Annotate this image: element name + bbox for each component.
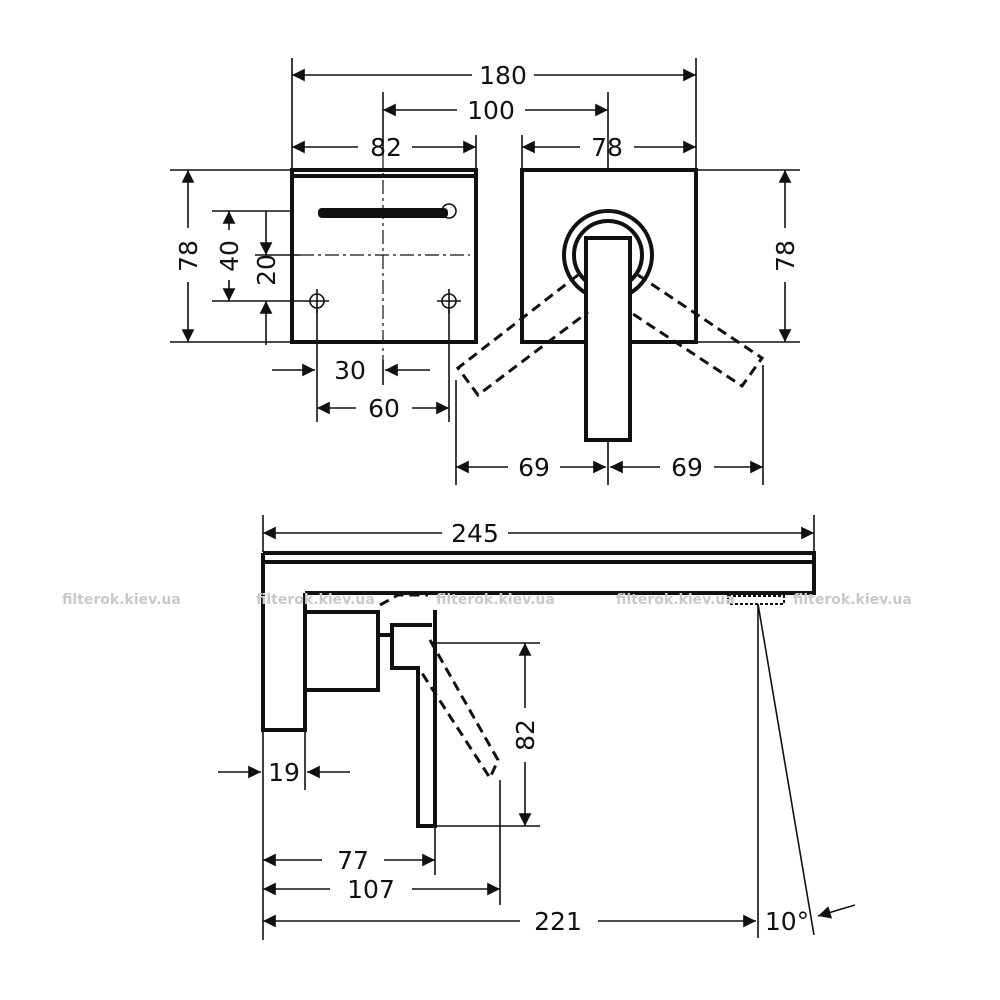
watermark-2: filterok.kiev.ua: [256, 592, 375, 608]
dim-78-right: 78: [771, 240, 800, 272]
dim-10-degree: 10°: [765, 907, 809, 936]
watermark-4: filterok.kiev.ua: [616, 592, 735, 608]
dim-20: 20: [252, 254, 281, 286]
dim-100: 100: [467, 96, 515, 125]
top-dimensions: 180 100 82 78 78 40 20 30: [170, 58, 800, 485]
dim-78-width: 78: [591, 133, 623, 162]
spout-plate-front-view: [290, 155, 478, 360]
dim-82-height: 82: [511, 719, 540, 751]
watermark-1: filterok.kiev.ua: [62, 592, 181, 608]
dim-19: 19: [268, 758, 300, 787]
dim-245: 245: [451, 519, 499, 548]
dim-78-left: 78: [174, 240, 203, 272]
dim-40: 40: [215, 240, 244, 272]
dim-69-left: 69: [518, 453, 550, 482]
watermark-3: filterok.kiev.ua: [436, 592, 555, 608]
mixer-plate-front-view: [455, 168, 765, 442]
dim-69-right: 69: [671, 453, 703, 482]
dim-30: 30: [334, 356, 366, 385]
side-view: [261, 551, 816, 938]
dim-82-width: 82: [370, 133, 402, 162]
dim-107: 107: [347, 875, 395, 904]
dim-221: 221: [534, 907, 582, 936]
watermark-5: filterok.kiev.ua: [793, 592, 912, 608]
dim-77: 77: [337, 846, 369, 875]
dim-180: 180: [479, 61, 527, 90]
dim-60: 60: [368, 394, 400, 423]
watermarks: filterok.kiev.ua filterok.kiev.ua filter…: [62, 592, 912, 608]
side-dimensions: 245 19 82 77 107 221 10°: [218, 515, 856, 940]
